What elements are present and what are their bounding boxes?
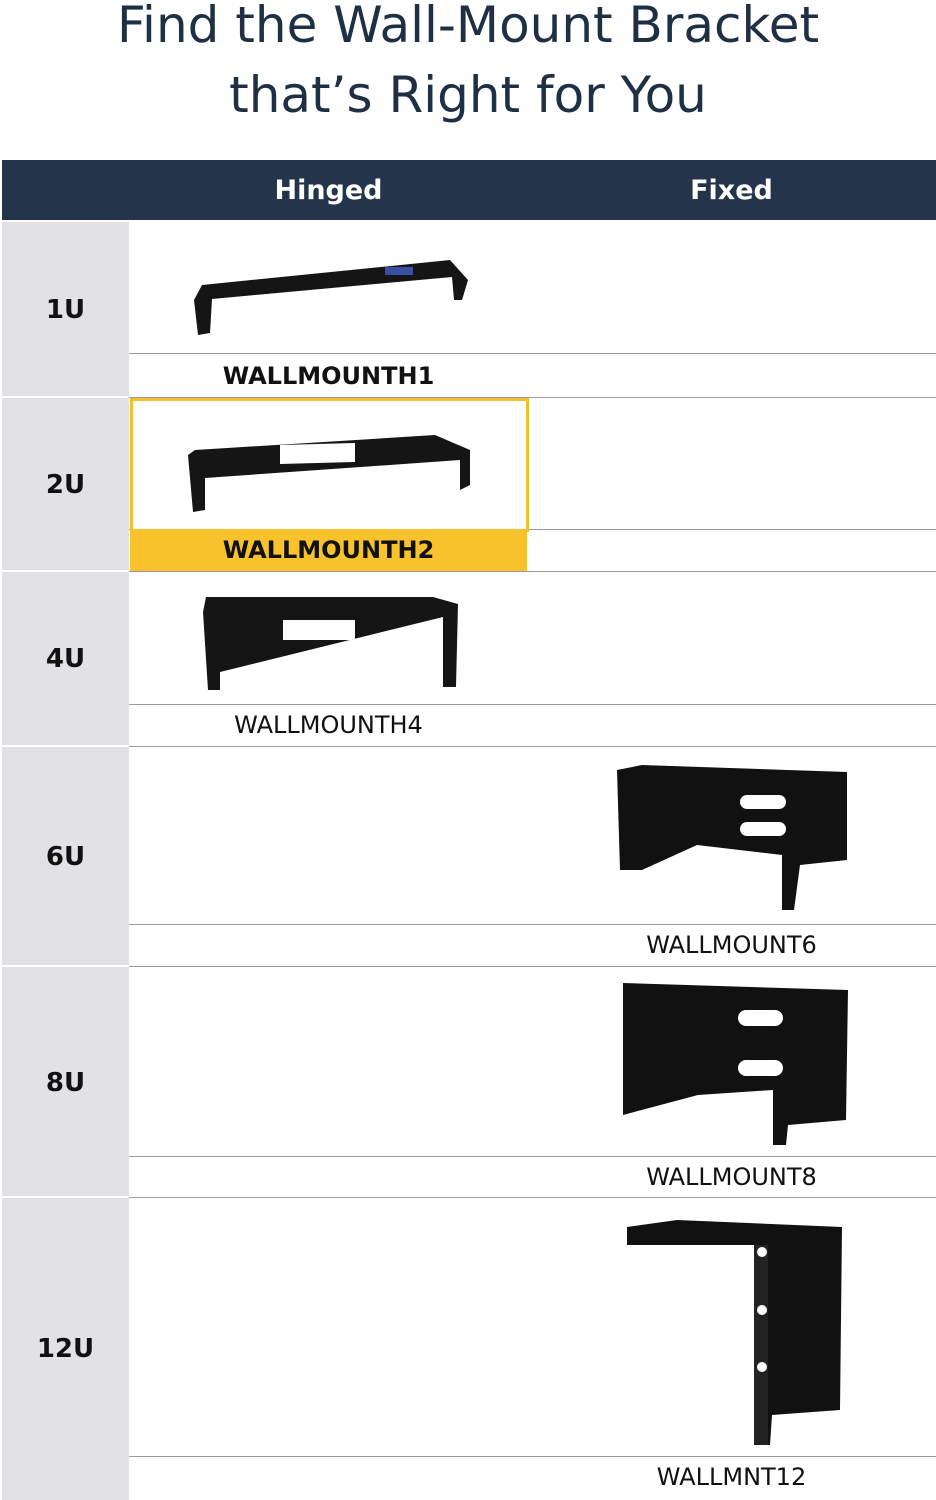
wallmounth1-image[interactable] [190,255,475,340]
size-label-12u: 12U [36,1334,95,1364]
table-header: Hinged Fixed [2,160,936,220]
product-name-wallmount8[interactable]: WALLMOUNT8 [646,1163,817,1191]
selected-product-label-bg [130,530,527,571]
size-label-8u: 8U [45,1068,86,1098]
wallmounth2-image[interactable] [185,430,480,515]
wallmount8-image[interactable] [618,980,853,1150]
wallmount6-image[interactable] [612,760,852,915]
page-title-line1: Find the Wall-Mount Bracket [116,0,820,54]
size-label-6u: 6U [45,842,86,872]
product-name-wallmount6[interactable]: WALLMOUNT6 [646,931,817,959]
product-name-wallmnt12[interactable]: WALLMNT12 [656,1463,807,1491]
product-name-wallmounth2[interactable]: WALLMOUNTH2 [222,536,435,564]
size-label-1u: 1U [45,295,86,325]
size-label-2u: 2U [45,470,86,500]
column-header-fixed: Fixed [690,175,773,206]
column-header-hinged: Hinged [274,175,383,206]
product-name-wallmounth4[interactable]: WALLMOUNTH4 [234,711,423,739]
size-label-4u: 4U [45,644,86,674]
size-column [2,222,129,1500]
wallmounth4-image[interactable] [198,592,463,692]
wallmnt12-image[interactable] [622,1215,847,1450]
product-name-wallmounth1[interactable]: WALLMOUNTH1 [222,362,435,390]
page-title-line2: that’s Right for You [229,66,707,124]
